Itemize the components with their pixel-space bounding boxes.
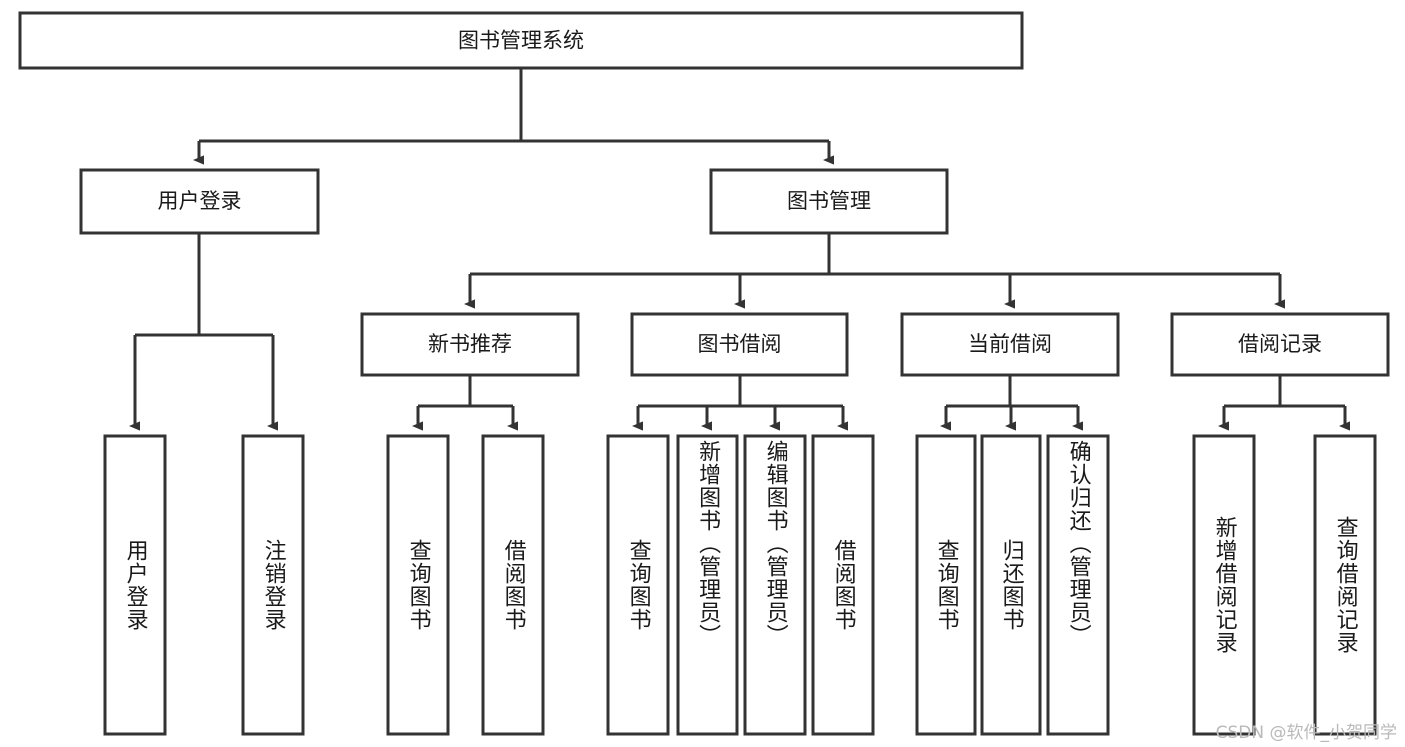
- node-book-borrow[interactable]: [630, 312, 849, 377]
- node-current-borrow[interactable]: [900, 312, 1120, 377]
- node-book-borrow-label: 图书借阅: [698, 332, 782, 356]
- node-user-login[interactable]: [79, 168, 320, 235]
- node-leaf-borrow-book-1[interactable]: [481, 434, 545, 736]
- node-current-borrow-label: 当前借阅: [968, 332, 1052, 356]
- node-new-book-rec-label: 新书推荐: [428, 332, 512, 356]
- node-leaf-query-record[interactable]: [1313, 434, 1377, 736]
- node-user-login-label: 用户登录: [158, 189, 242, 213]
- connector-layer: [129, 68, 1350, 431]
- node-new-book-rec[interactable]: [360, 312, 580, 377]
- node-leaf-edit-book[interactable]: [743, 434, 807, 736]
- node-root-label: 图书管理系统: [458, 29, 584, 53]
- csdn-watermark: CSDN @软件_小贺同学: [1215, 723, 1397, 743]
- node-leaf-borrow-book-2[interactable]: [811, 434, 875, 736]
- node-book-manage-label: 图书管理: [787, 189, 871, 213]
- node-leaf-user-logout[interactable]: [241, 434, 305, 736]
- node-layer: 图书管理系统 用户登录 图书管理 新书推荐 图书借阅 当前借阅 借阅记录: [18, 11, 1390, 736]
- node-book-manage[interactable]: [709, 168, 949, 235]
- node-leaf-return-book[interactable]: [980, 434, 1042, 736]
- node-borrow-record-label: 借阅记录: [1238, 332, 1322, 356]
- node-leaf-add-record[interactable]: [1192, 434, 1256, 736]
- node-leaf-confirm-return[interactable]: [1046, 434, 1110, 736]
- node-borrow-record[interactable]: [1170, 312, 1390, 377]
- node-leaf-add-book[interactable]: [676, 434, 739, 736]
- node-leaf-query-book-3[interactable]: [915, 434, 977, 736]
- node-leaf-user-login[interactable]: [103, 434, 167, 736]
- node-leaf-query-book-1[interactable]: [386, 434, 450, 736]
- node-root[interactable]: [18, 11, 1024, 70]
- node-leaf-query-book-2[interactable]: [606, 434, 670, 736]
